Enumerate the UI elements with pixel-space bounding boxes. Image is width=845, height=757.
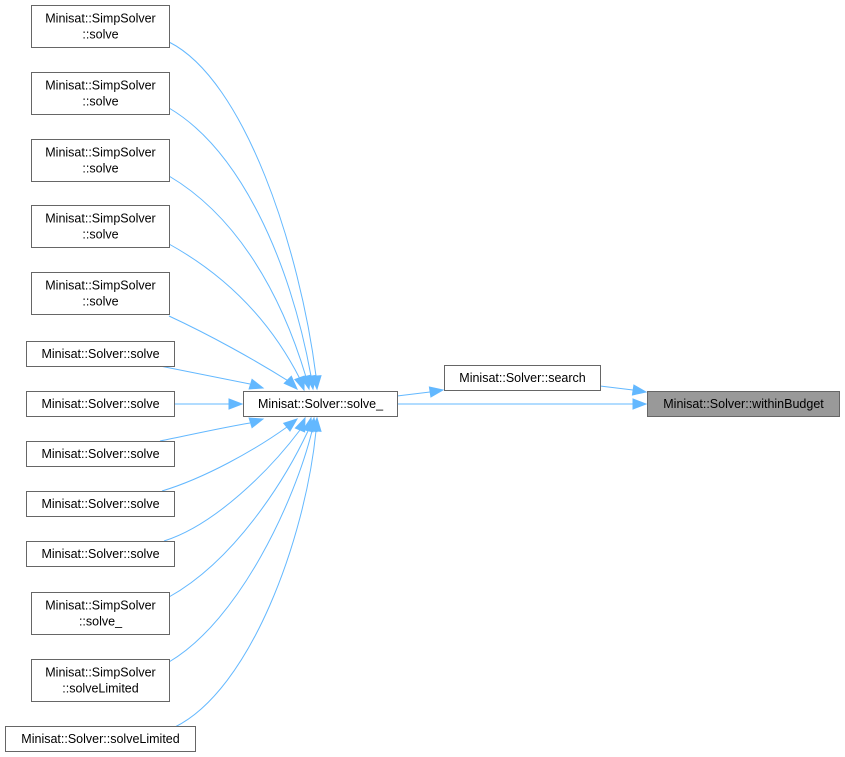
edge-line [161, 426, 288, 492]
node-label: ::solveLimited [62, 682, 138, 696]
node-box[interactable] [5, 726, 196, 752]
node-n11[interactable]: Minisat::SimpSolver::solve_ [31, 592, 170, 635]
node-label: Minisat::Solver::solve [41, 397, 159, 411]
arrowhead-icon [294, 416, 306, 433]
edge-line [163, 429, 301, 542]
node-label: ::solve [82, 295, 118, 309]
node-n4[interactable]: Minisat::SimpSolver::solve [31, 205, 170, 248]
node-box[interactable] [243, 391, 398, 417]
edge-line [599, 385, 634, 391]
edge-n9-solve_ [161, 418, 299, 492]
node-box[interactable] [31, 72, 170, 115]
edge-line [174, 430, 317, 728]
node-label: Minisat::Solver::solve [41, 547, 159, 561]
arrowhead-icon [631, 384, 648, 396]
node-box[interactable] [26, 441, 175, 467]
edge-line [168, 175, 307, 378]
node-label: ::solve_ [79, 615, 123, 629]
node-label: ::solve [82, 228, 118, 242]
edge-n4-solve_ [168, 243, 305, 392]
node-label: Minisat::Solver::solve [41, 447, 159, 461]
node-search[interactable]: Minisat::Solver::search [444, 365, 601, 391]
edge-line [168, 315, 291, 383]
node-box[interactable] [26, 491, 175, 517]
edge-n13-solve_ [174, 416, 322, 728]
arrowhead-icon [428, 386, 445, 398]
nodes-layer: Minisat::SimpSolver::solveMinisat::SimpS… [5, 5, 840, 752]
edge-line [168, 41, 317, 377]
edge-n10-solve_ [163, 416, 306, 542]
edges-layer [159, 41, 648, 728]
edge-n1-solve_ [168, 41, 322, 391]
node-label: Minisat::SimpSolver [45, 79, 155, 93]
node-box[interactable] [26, 541, 175, 567]
node-n3[interactable]: Minisat::SimpSolver::solve [31, 139, 170, 182]
node-label: ::solve [82, 28, 118, 42]
node-box[interactable] [26, 391, 175, 417]
edge-line [396, 391, 431, 397]
edge-line [168, 243, 301, 380]
arrowhead-icon [294, 375, 305, 392]
node-n10[interactable]: Minisat::Solver::solve [26, 541, 175, 567]
node-box-highlighted[interactable] [647, 391, 840, 417]
edge-line [159, 422, 251, 442]
node-label: Minisat::Solver::withinBudget [663, 397, 824, 411]
node-label: Minisat::SimpSolver [45, 212, 155, 226]
node-box[interactable] [31, 5, 170, 48]
node-label: Minisat::SimpSolver [45, 146, 155, 160]
node-box[interactable] [31, 659, 170, 702]
edge-line [168, 430, 309, 598]
node-label: ::solve [82, 95, 118, 109]
node-label: Minisat::SimpSolver [45, 279, 155, 293]
edge-line [168, 107, 312, 377]
node-n5[interactable]: Minisat::SimpSolver::solve [31, 272, 170, 315]
arrowhead-icon [310, 416, 322, 432]
arrowhead-icon [282, 418, 299, 432]
node-withinBudget[interactable]: Minisat::Solver::withinBudget [647, 391, 840, 417]
node-n8[interactable]: Minisat::Solver::solve [26, 441, 175, 467]
node-n9[interactable]: Minisat::Solver::solve [26, 491, 175, 517]
node-label: Minisat::SimpSolver [45, 666, 155, 680]
node-n6[interactable]: Minisat::Solver::solve [26, 341, 175, 367]
node-box[interactable] [31, 205, 170, 248]
edge-line [159, 365, 251, 385]
node-box[interactable] [444, 365, 601, 391]
node-label: Minisat::Solver::solve_ [258, 397, 384, 411]
edge-solve_-search [396, 386, 445, 398]
edge-solve_-withinBudget [397, 398, 648, 410]
node-box[interactable] [31, 139, 170, 182]
node-label: Minisat::Solver::solve [41, 497, 159, 511]
edge-search-withinBudget [599, 384, 648, 396]
edge-n2-solve_ [168, 107, 317, 391]
edge-line [168, 430, 313, 663]
node-n2[interactable]: Minisat::SimpSolver::solve [31, 72, 170, 115]
node-n7[interactable]: Minisat::Solver::solve [26, 391, 175, 417]
arrowhead-icon [248, 417, 265, 429]
arrowhead-icon [228, 398, 244, 410]
node-solve_[interactable]: Minisat::Solver::solve_ [243, 391, 398, 417]
node-label: Minisat::Solver::solve [41, 347, 159, 361]
node-label: Minisat::Solver::solveLimited [21, 732, 179, 746]
node-box[interactable] [31, 272, 170, 315]
edge-n3-solve_ [168, 175, 312, 391]
node-box[interactable] [26, 341, 175, 367]
node-n1[interactable]: Minisat::SimpSolver::solve [31, 5, 170, 48]
node-label: Minisat::SimpSolver [45, 599, 155, 613]
arrowhead-icon [283, 375, 298, 390]
edge-n6-solve_ [159, 365, 265, 390]
edge-n7-solve_ [174, 398, 244, 410]
arrowhead-icon [248, 378, 265, 390]
node-n12[interactable]: Minisat::SimpSolver::solveLimited [31, 659, 170, 702]
node-box[interactable] [31, 592, 170, 635]
node-label: Minisat::Solver::search [459, 371, 585, 385]
node-n13[interactable]: Minisat::Solver::solveLimited [5, 726, 196, 752]
edge-n5-solve_ [168, 315, 298, 390]
edge-n8-solve_ [159, 417, 265, 442]
arrowhead-icon [632, 398, 648, 410]
node-label: Minisat::SimpSolver [45, 12, 155, 26]
node-label: ::solve [82, 162, 118, 176]
edge-n11-solve_ [168, 416, 314, 598]
